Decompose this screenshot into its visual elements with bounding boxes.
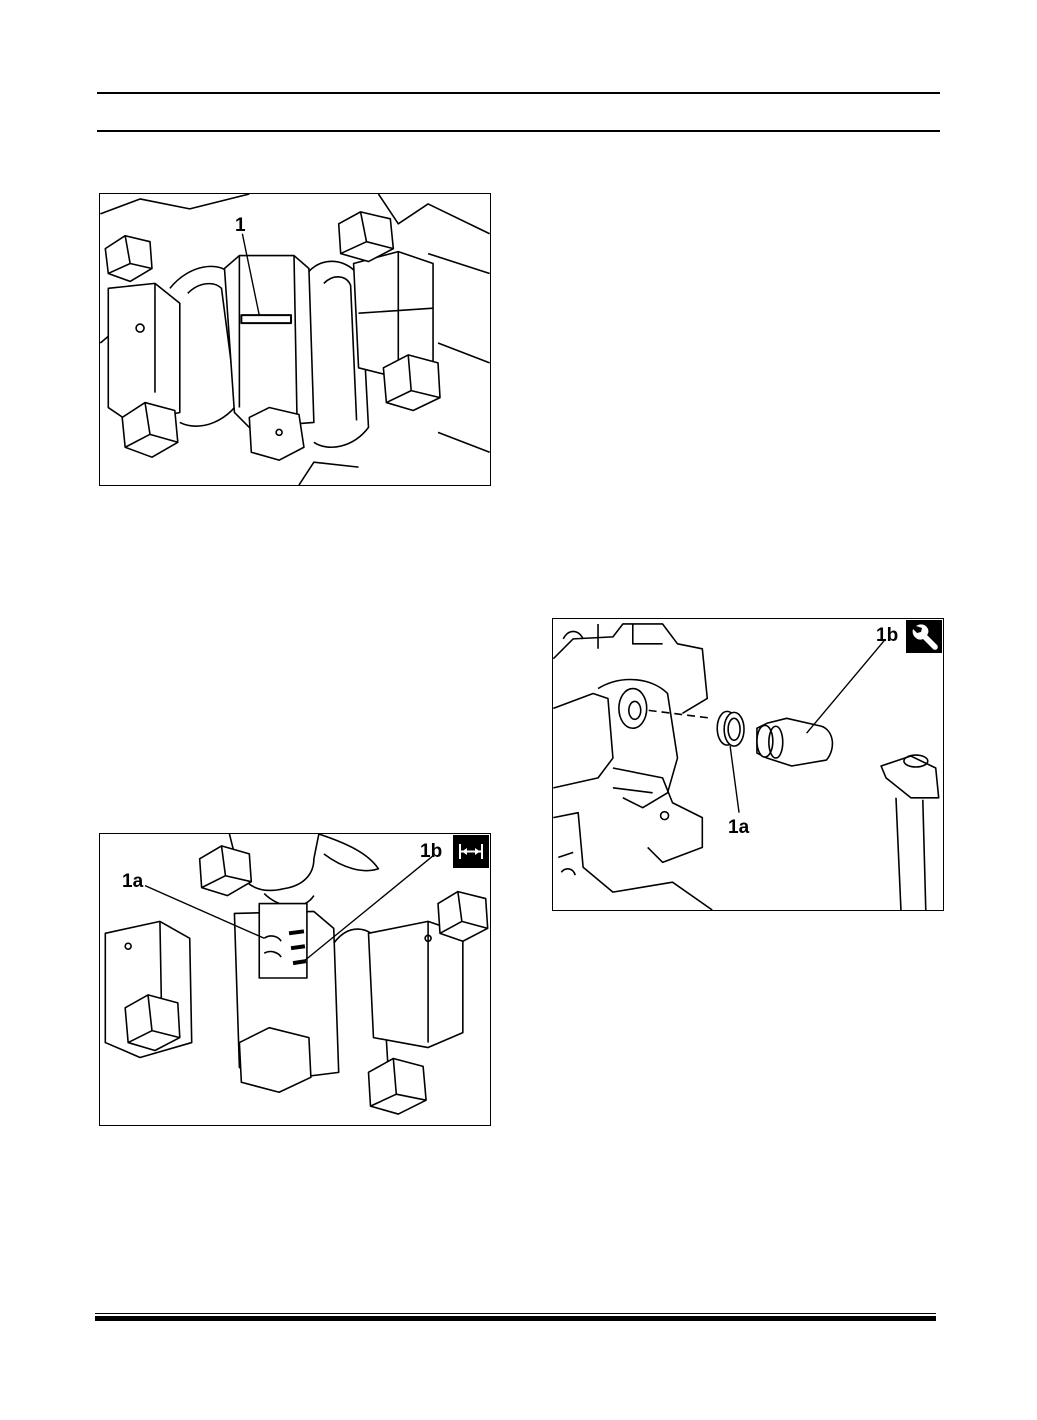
wrench-icon [906,620,942,653]
callout-1b: 1b [420,841,443,862]
bearing-cap-illustration [100,194,490,485]
footer-rule-thin [95,1313,936,1314]
clearance-gauge-illustration [104,834,489,1115]
figure-bearing-clearance-gauge: 1a 1b [99,833,491,1126]
figure-bearing-cap-marking: 1 [99,193,491,486]
header-rule-bottom [97,130,940,132]
figure-crankshaft-seal-install: 1b 1a [552,618,944,911]
header-rule-top [97,92,940,94]
callout-1a-seal: 1a [728,817,750,838]
callout-1: 1 [235,215,246,236]
measure-width-icon [453,835,489,868]
callout-1b-tool: 1b [876,625,899,646]
seal-install-illustration [553,623,940,910]
footer-rule-thick [95,1316,936,1321]
callout-1a: 1a [122,871,144,892]
